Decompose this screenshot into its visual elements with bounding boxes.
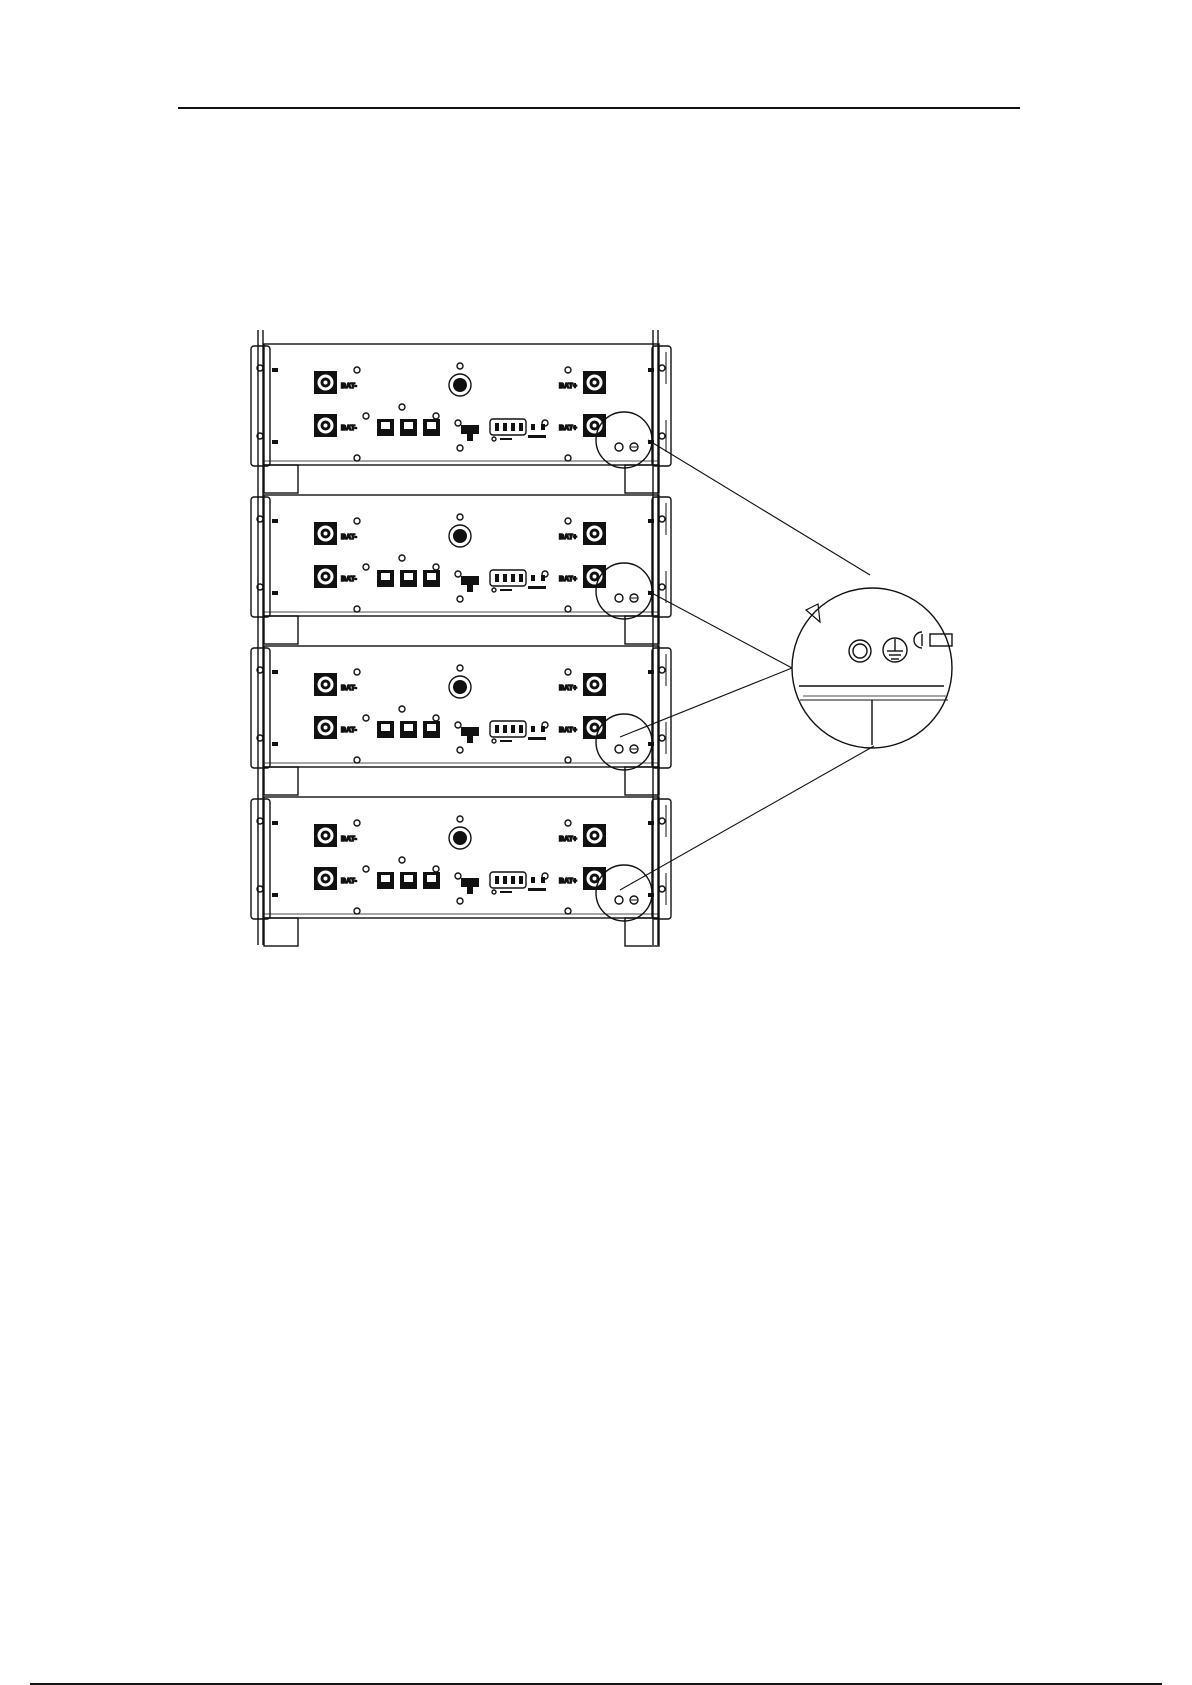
bat-neg-connector-top <box>314 522 337 545</box>
bat-pos-connector-bottom <box>583 565 606 588</box>
bat-neg-connector-top <box>314 824 337 847</box>
bat-pos-label: BAT+ <box>559 425 577 432</box>
bat-neg-connector-bottom <box>314 414 337 437</box>
bat-neg-label: BAT- <box>341 836 357 843</box>
battery-module: BAT- BAT- BAT+ BAT+ <box>251 797 671 946</box>
leader-line <box>648 591 792 668</box>
bat-pos-connector-top <box>583 371 606 394</box>
bat-neg-connector-bottom <box>314 867 337 890</box>
bat-neg-label: BAT- <box>341 685 357 692</box>
bat-neg-label: BAT- <box>341 727 357 734</box>
bat-pos-label: BAT+ <box>559 836 577 843</box>
bat-pos-connector-top <box>583 824 606 847</box>
bat-pos-connector-bottom <box>583 414 606 437</box>
leader-line <box>620 668 792 737</box>
bat-pos-label: BAT+ <box>559 878 577 885</box>
bat-neg-connector-bottom <box>314 716 337 739</box>
battery-module: BAT- BAT- BAT+ BAT+ <box>251 344 671 493</box>
ground-terminal-highlight <box>596 412 652 468</box>
ground-terminal-highlight <box>596 865 652 921</box>
battery-module: BAT- BAT- BAT+ BAT+ <box>251 646 671 795</box>
bat-neg-label: BAT- <box>341 383 357 390</box>
bat-pos-label: BAT+ <box>559 383 577 390</box>
bat-pos-connector-bottom <box>583 867 606 890</box>
bat-pos-label: BAT+ <box>559 576 577 583</box>
battery-modules: BAT-BAT-BAT+BAT+BAT-BAT-BAT+BAT+BAT-BAT-… <box>251 344 671 946</box>
bat-pos-connector-bottom <box>583 716 606 739</box>
bat-pos-connector-top <box>583 522 606 545</box>
bat-neg-label: BAT- <box>341 576 357 583</box>
bat-pos-label: BAT+ <box>559 534 577 541</box>
bat-neg-label: BAT- <box>341 534 357 541</box>
bat-neg-connector-top <box>314 371 337 394</box>
bat-neg-label: BAT- <box>341 878 357 885</box>
bat-pos-label: BAT+ <box>559 685 577 692</box>
bat-pos-label: BAT+ <box>559 727 577 734</box>
ground-terminal-callout <box>792 588 952 748</box>
ground-terminal-highlight <box>596 714 652 770</box>
bat-neg-label: BAT- <box>341 425 357 432</box>
leader-line <box>648 440 870 575</box>
battery-module: BAT- BAT- BAT+ BAT+ <box>251 495 671 644</box>
bat-neg-connector-bottom <box>314 565 337 588</box>
bat-neg-connector-top <box>314 673 337 696</box>
bat-pos-connector-top <box>583 673 606 696</box>
ground-terminal-highlight <box>596 563 652 619</box>
